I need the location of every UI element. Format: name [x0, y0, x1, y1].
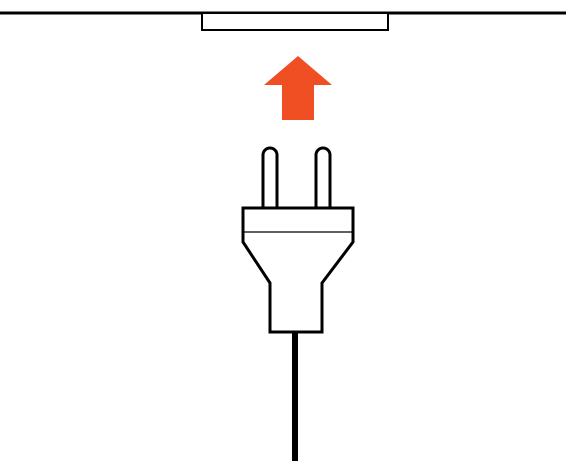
power-socket-icon — [201, 12, 389, 31]
plug-body — [241, 206, 355, 334]
plug-prong-right — [314, 146, 332, 210]
power-cable — [292, 332, 298, 461]
power-plug-icon — [241, 146, 355, 334]
plug-prong-left — [261, 146, 279, 210]
up-arrow-icon — [264, 56, 332, 120]
